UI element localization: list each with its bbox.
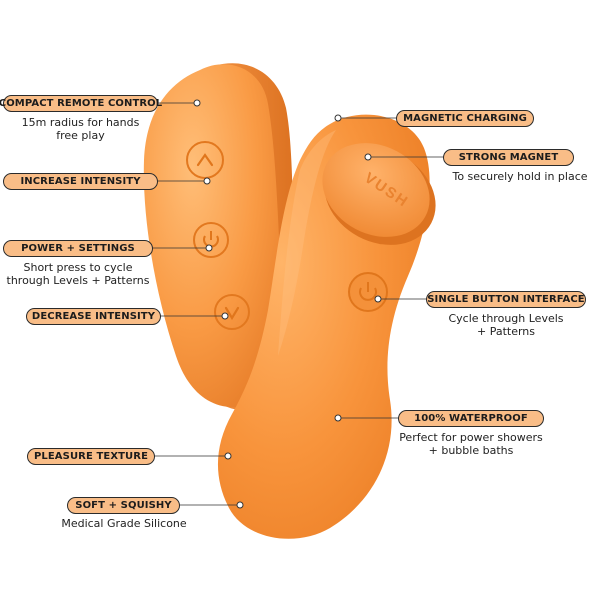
chevron-up-icon bbox=[196, 153, 214, 167]
desc-strong-magnet: To securely hold in place bbox=[452, 170, 588, 183]
label-strong-magnet: STRONG MAGNET bbox=[443, 149, 574, 166]
desc-soft-squishy: Medical Grade Silicone bbox=[61, 517, 187, 530]
product-body: VUSH bbox=[217, 114, 436, 539]
label-magnetic-charging: MAGNETIC CHARGING bbox=[396, 110, 534, 127]
label-single-button: SINGLE BUTTON INTERFACE bbox=[426, 291, 586, 308]
label-soft-squishy: SOFT + SQUISHY bbox=[67, 497, 180, 514]
desc-single-button: Cycle through Levels + Patterns bbox=[448, 312, 564, 338]
desc-waterproof: Perfect for power showers + bubble baths bbox=[399, 431, 543, 457]
anchor-dots bbox=[193, 99, 382, 509]
remote-control bbox=[143, 63, 297, 411]
chevron-down-icon bbox=[224, 306, 240, 321]
single-button bbox=[348, 272, 388, 312]
label-increase-intensity: INCREASE INTENSITY bbox=[3, 173, 158, 190]
leader-lines bbox=[153, 102, 443, 506]
label-compact-remote: COMPACT REMOTE CONTROL bbox=[0, 95, 162, 112]
remote-button-up bbox=[186, 141, 224, 179]
remote-button-down bbox=[214, 294, 250, 330]
label-decrease-intensity: DECREASE INTENSITY bbox=[26, 308, 161, 325]
desc-compact-remote: 15m radius for hands free play bbox=[21, 116, 140, 142]
body-highlight bbox=[278, 130, 336, 356]
magnet-disc: VUSH bbox=[322, 143, 436, 245]
label-waterproof: 100% WATERPROOF bbox=[398, 410, 544, 427]
label-pleasure-texture: PLEASURE TEXTURE bbox=[27, 448, 155, 465]
remote-face bbox=[143, 64, 283, 408]
desc-power-settings: Short press to cycle through Levels + Pa… bbox=[6, 261, 150, 287]
label-power-settings: POWER + SETTINGS bbox=[3, 240, 153, 257]
power-icon bbox=[359, 282, 377, 301]
